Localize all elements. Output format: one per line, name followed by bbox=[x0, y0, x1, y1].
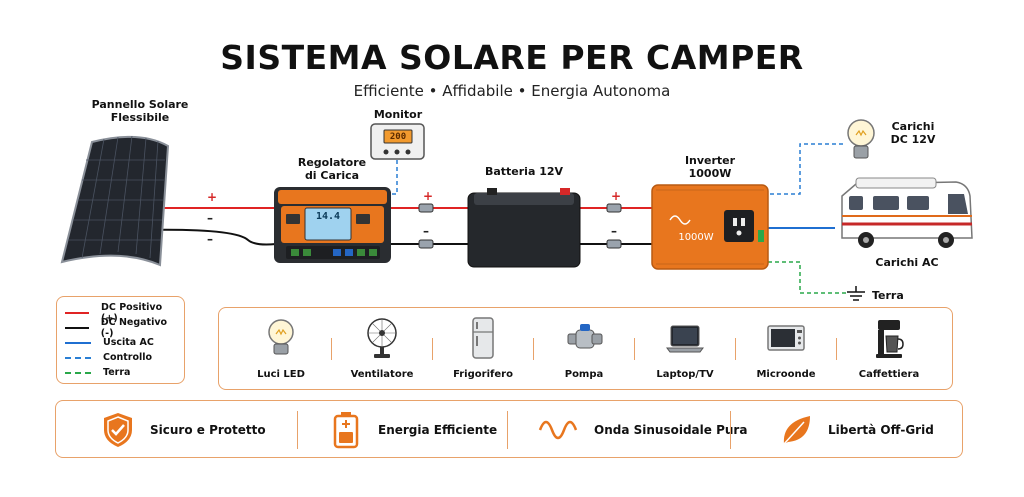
feature-item: Libertà Off-Grid bbox=[776, 401, 934, 459]
camper-icon bbox=[841, 177, 973, 248]
sign-plus-panel: + bbox=[207, 190, 218, 204]
appliance-item: Microonde bbox=[736, 308, 836, 391]
appliance-label: Caffettiera bbox=[858, 369, 920, 380]
legend-row: DC Negativo (-) bbox=[65, 317, 176, 339]
inverter-icon bbox=[651, 184, 769, 270]
monitor-icon bbox=[370, 123, 425, 160]
wire-dc-loads-control bbox=[770, 143, 846, 195]
sine-wave-icon bbox=[538, 420, 578, 440]
coffee-maker-icon bbox=[876, 320, 904, 358]
features-panel: Sicuro e Protetto Energia Efficiente Ond… bbox=[55, 400, 963, 458]
inverter-badge: 1000W bbox=[678, 232, 714, 243]
controller-display-readout: 14.4 bbox=[315, 211, 341, 222]
wires bbox=[139, 143, 846, 294]
feature-divider bbox=[297, 411, 298, 449]
feature-label: Onda Sinusoidale Pura bbox=[594, 423, 748, 437]
feature-item: Sicuro e Protetto bbox=[98, 401, 266, 459]
fan-icon bbox=[367, 318, 397, 358]
wire-panel-negative bbox=[139, 228, 277, 246]
page-subtitle: Efficiente • Affidabile • Energia Autono… bbox=[353, 82, 671, 100]
appliance-item: Caffettiera bbox=[839, 308, 939, 391]
controller-label: Regolatore di Carica bbox=[297, 156, 367, 182]
appliance-item: Laptop/TV bbox=[635, 308, 735, 391]
shield-check-icon bbox=[104, 413, 132, 447]
feature-label: Sicuro e Protetto bbox=[150, 423, 266, 437]
appliance-label: Pompa bbox=[564, 369, 604, 380]
appliance-label: Microonde bbox=[756, 369, 816, 380]
dc-loads-label: Carichi DC 12V bbox=[890, 120, 936, 146]
sign-plus-inverter: + bbox=[611, 189, 622, 203]
appliance-divider bbox=[735, 338, 736, 360]
dc-loads-bulb-icon bbox=[847, 119, 875, 159]
ground-label: Terra bbox=[872, 289, 904, 302]
appliances-panel: Luci LED Ventilatore Frigorifero bbox=[218, 307, 953, 390]
charge-controller-icon bbox=[274, 187, 391, 263]
sign-minus-battery: – bbox=[423, 224, 429, 238]
legend-swatch-ground bbox=[65, 371, 91, 374]
appliance-label: Luci LED bbox=[257, 369, 305, 380]
solar-panel-icon bbox=[60, 135, 170, 267]
appliance-label: Ventilatore bbox=[350, 369, 414, 380]
appliance-divider bbox=[432, 338, 433, 360]
legend-swatch-dc-positive bbox=[65, 311, 90, 314]
appliance-divider bbox=[836, 338, 837, 360]
legend-swatch-dc-negative bbox=[65, 326, 89, 329]
legend-swatch-control bbox=[65, 356, 91, 359]
feature-item: Onda Sinusoidale Pura bbox=[534, 401, 747, 459]
sign-minus-inverter: – bbox=[611, 224, 617, 238]
leaf-icon bbox=[783, 416, 810, 445]
sign-minus-panel-2: – bbox=[207, 232, 213, 246]
monitor-label: Monitor bbox=[373, 108, 423, 121]
legend-row: DC Positivo (+) bbox=[65, 302, 176, 324]
legend-label: Controllo bbox=[103, 352, 153, 363]
legend-row: Controllo bbox=[65, 350, 176, 365]
appliance-label: Laptop/TV bbox=[656, 369, 714, 380]
light-bulb-icon bbox=[268, 319, 294, 355]
appliance-item: Frigorifero bbox=[433, 308, 533, 391]
battery-icon bbox=[333, 412, 359, 449]
monitor-display-readout: 200 bbox=[389, 132, 407, 142]
solar-panel-label: Pannello Solare Flessibile bbox=[91, 98, 189, 124]
pump-icon bbox=[567, 324, 603, 349]
feature-divider bbox=[507, 411, 508, 449]
legend-label: Uscita AC bbox=[103, 337, 154, 348]
feature-label: Energia Efficiente bbox=[378, 423, 498, 437]
legend-label: Terra bbox=[103, 367, 131, 378]
appliance-label: Frigorifero bbox=[453, 369, 513, 380]
feature-item: Energia Efficiente bbox=[326, 401, 497, 459]
appliance-item: Luci LED bbox=[231, 308, 331, 391]
legend: DC Positivo (+) DC Negativo (-) Uscita A… bbox=[56, 296, 185, 384]
appliance-divider bbox=[331, 338, 332, 360]
page-title: SISTEMA SOLARE PER CAMPER bbox=[220, 38, 804, 77]
ac-loads-label: Carichi AC bbox=[875, 256, 939, 269]
feature-label: Libertà Off-Grid bbox=[828, 423, 934, 437]
legend-label: DC Positivo (+) bbox=[101, 301, 163, 324]
appliance-divider bbox=[634, 338, 635, 360]
legend-label: DC Negativo (-) bbox=[100, 316, 168, 339]
fridge-icon bbox=[472, 317, 494, 359]
appliance-item: Pompa bbox=[534, 308, 634, 391]
legend-row: Terra bbox=[65, 365, 176, 380]
appliance-item: Ventilatore bbox=[332, 308, 432, 391]
battery-icon bbox=[467, 188, 581, 268]
sign-plus-battery: + bbox=[423, 189, 434, 203]
feature-divider bbox=[730, 411, 731, 449]
inverter-label: Inverter 1000W bbox=[684, 154, 736, 180]
laptop-icon bbox=[666, 325, 704, 353]
microwave-icon bbox=[767, 325, 805, 351]
sign-minus-panel-1: – bbox=[207, 211, 213, 225]
wire-ground bbox=[768, 261, 846, 294]
legend-swatch-ac-output bbox=[65, 341, 91, 344]
ground-symbol-icon bbox=[847, 286, 865, 301]
battery-label: Batteria 12V bbox=[484, 165, 564, 178]
appliance-divider bbox=[533, 338, 534, 360]
legend-row: Uscita AC bbox=[65, 335, 176, 350]
